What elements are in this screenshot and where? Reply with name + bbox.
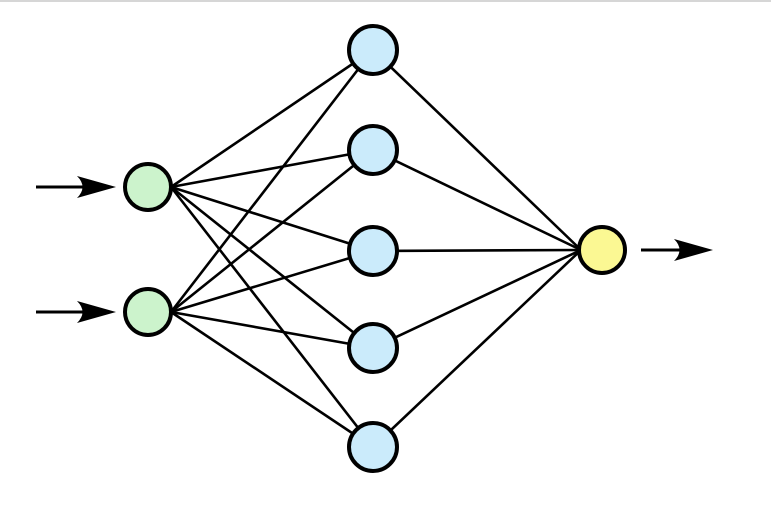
edge-h2-o1 bbox=[372, 148, 582, 252]
hidden-node-h5 bbox=[347, 421, 399, 473]
output-arrow-1 bbox=[641, 239, 713, 261]
window-top-border bbox=[0, 0, 771, 2]
edge-i2-h2 bbox=[170, 148, 374, 314]
hidden-node-h1 bbox=[347, 24, 399, 76]
input-arrow-2-head-icon bbox=[77, 301, 116, 323]
edge-h3-o1 bbox=[372, 248, 582, 253]
edge-i2-h1 bbox=[169, 49, 375, 313]
edge-h1-o1 bbox=[372, 49, 582, 251]
edge-i1-h1 bbox=[170, 48, 374, 189]
edge-i2-h4 bbox=[170, 310, 374, 350]
edge-i2-h5 bbox=[170, 310, 374, 449]
input-arrow-1-head-icon bbox=[77, 176, 116, 198]
output-node-o1 bbox=[577, 225, 627, 275]
input-node-i2 bbox=[123, 287, 173, 337]
edge-i1-h2 bbox=[170, 148, 374, 189]
edge-i2-h3 bbox=[170, 249, 374, 314]
hidden-node-h2 bbox=[347, 124, 399, 176]
hidden-node-h3 bbox=[347, 225, 399, 277]
edge-i1-h4 bbox=[170, 185, 374, 350]
edge-h5-o1 bbox=[372, 249, 582, 448]
hidden-node-h4 bbox=[347, 322, 399, 374]
edge-i1-h5 bbox=[169, 186, 375, 448]
output-arrow-1-head-icon bbox=[674, 239, 713, 261]
input-arrow-2 bbox=[36, 301, 116, 323]
edge-h4-o1 bbox=[372, 248, 582, 350]
edge-i1-h3 bbox=[170, 185, 374, 253]
input-node-i1 bbox=[123, 162, 173, 212]
input-arrow-1 bbox=[36, 176, 116, 198]
